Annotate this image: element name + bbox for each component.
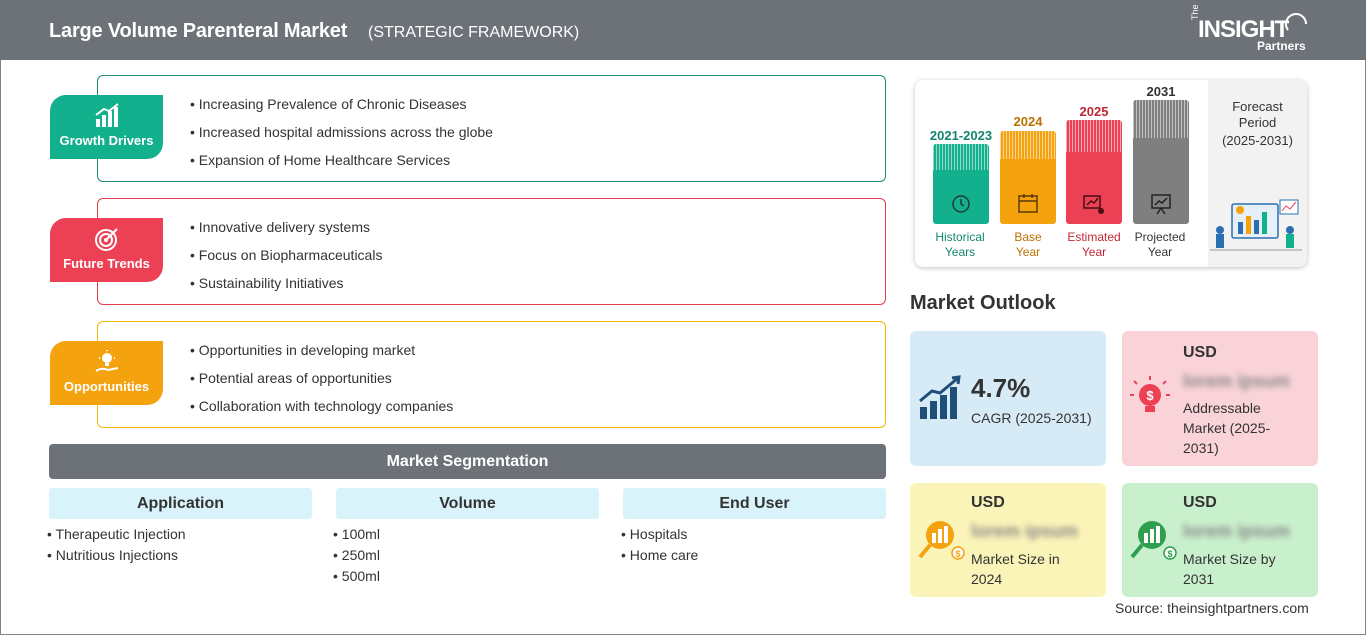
list-item: Therapeutic Injection: [47, 525, 186, 546]
opportunities-label: Opportunities: [63, 379, 150, 394]
label-line2: Years: [944, 245, 976, 259]
bar-historical: [933, 144, 989, 224]
lightbulb-hand-icon: [95, 350, 119, 372]
growth-bars-icon: [919, 375, 961, 419]
addressable-label: Addressable Market (2025-2031): [1183, 400, 1271, 456]
market-size-2031-value: lorem ipsum: [1183, 521, 1291, 541]
label-historical-years: Historical Years: [925, 230, 995, 260]
forecast-line2: Period: [1238, 115, 1277, 130]
list-item: Sustainability Initiatives: [190, 273, 382, 301]
growth-drivers-box: Increasing Prevalence of Chronic Disease…: [97, 75, 886, 182]
market-size-2031-card: $ USD lorem ipsum Market Size by 2031: [1122, 483, 1318, 597]
page-title: Large Volume Parenteral Market: [49, 20, 348, 42]
segment-header-end-user: End User: [623, 488, 886, 519]
list-item: Collaboration with technology companies: [190, 396, 453, 424]
list-item: Innovative delivery systems: [190, 217, 382, 245]
logo-insight: INSIGHT: [1198, 16, 1289, 43]
market-size-2024-currency: USD: [971, 494, 1005, 511]
list-item: Hospitals: [621, 525, 698, 546]
label-line2: Year: [1015, 245, 1041, 259]
forecast-period-label: Forecast Period (2025-2031): [1210, 99, 1305, 149]
market-size-2024-card: $ USD lorem ipsum Market Size in 2024: [910, 483, 1106, 597]
list-item: Opportunities in developing market: [190, 340, 453, 368]
list-item: Potential areas of opportunities: [190, 368, 453, 396]
future-trends-list: Innovative delivery systems Focus on Bio…: [190, 217, 383, 301]
future-trends-tag: Future Trends: [50, 218, 163, 282]
target-icon: [95, 228, 118, 251]
year-2031: 2031: [1146, 84, 1176, 99]
segment-list-application: Therapeutic Injection Nutritious Injecti…: [47, 525, 186, 567]
opportunities-tag: Opportunities: [50, 341, 163, 405]
label-line1: Base: [1014, 230, 1042, 244]
addressable-currency: USD: [1183, 344, 1217, 361]
year-2021-2023: 2021-2023: [929, 128, 993, 143]
addressable-value: lorem ipsum: [1183, 371, 1291, 391]
year-2025: 2025: [1079, 104, 1109, 119]
year-2024: 2024: [1013, 114, 1043, 129]
logo-arc-icon: [1285, 13, 1307, 31]
segment-header-volume: Volume: [336, 488, 599, 519]
calendar-icon: [1018, 194, 1038, 213]
svg-text:$: $: [1146, 388, 1154, 403]
segment-list-volume: 100ml 250ml 500ml: [333, 525, 380, 588]
list-item: Increasing Prevalence of Chronic Disease…: [190, 94, 493, 122]
market-size-2024-value: lorem ipsum: [971, 521, 1079, 541]
magnifier-chart-icon: $: [918, 521, 965, 560]
growth-drivers-list: Increasing Prevalence of Chronic Disease…: [190, 94, 493, 178]
segment-header-application: Application: [49, 488, 312, 519]
company-logo[interactable]: The INSIGHT Partners: [1188, 4, 1318, 54]
growth-chart-icon: [95, 103, 119, 127]
svg-text:$: $: [1167, 549, 1172, 559]
list-item: 500ml: [333, 567, 380, 588]
future-trends-label: Future Trends: [63, 256, 150, 271]
list-item: Focus on Biopharmaceuticals: [190, 245, 383, 273]
list-item: Expansion of Home Healthcare Services: [190, 150, 493, 178]
addressable-market-card: $ USD lorem ipsum Addressable Market (20…: [1122, 331, 1318, 466]
opportunities-list: Opportunities in developing market Poten…: [190, 340, 453, 424]
growth-drivers-tag: Growth Drivers: [50, 95, 163, 159]
list-item: Increased hospital admissions across the…: [190, 122, 493, 150]
list-item: Nutritious Injections: [47, 546, 186, 567]
market-size-2031-currency: USD: [1183, 494, 1217, 511]
cagr-label: CAGR (2025-2031): [971, 410, 1092, 426]
label-line2: Year: [1081, 245, 1107, 259]
future-trends-box: Innovative delivery systems Focus on Bio…: [97, 198, 886, 305]
bar-projected: [1133, 100, 1189, 224]
source-note: Source: theinsightpartners.com: [1115, 600, 1309, 616]
label-line1: Projected: [1134, 230, 1186, 244]
list-item: 100ml: [333, 525, 380, 546]
projection-icon: [1151, 194, 1171, 215]
growth-drivers-label: Growth Drivers: [59, 133, 154, 148]
label-line1: Estimated: [1067, 230, 1121, 244]
forecast-line1: Forecast: [1232, 99, 1283, 114]
segment-list-end-user: Hospitals Home care: [621, 525, 698, 567]
label-base-year: Base Year: [993, 230, 1063, 260]
opportunities-box: Opportunities in developing market Poten…: [97, 321, 886, 428]
estimate-icon: [1083, 195, 1104, 214]
market-size-2024-label: Market Size in 2024: [971, 551, 1060, 587]
bar-estimated: [1066, 120, 1122, 224]
list-item: Home care: [621, 546, 698, 567]
logo-partners: Partners: [1257, 39, 1306, 53]
header-bar: Large Volume Parenteral Market (STRATEGI…: [0, 0, 1366, 60]
cagr-value: 4.7%: [971, 373, 1031, 403]
history-icon: [952, 195, 970, 213]
magnifier-growth-icon: $: [1130, 521, 1177, 560]
label-line2: Year: [1147, 245, 1173, 259]
label-line1: Historical: [935, 230, 985, 244]
label-estimated-year: Estimated Year: [1059, 230, 1129, 260]
svg-text:$: $: [955, 549, 960, 559]
forecast-line3: (2025-2031): [1222, 133, 1293, 148]
list-item: 250ml: [333, 546, 380, 567]
idea-dollar-icon: $: [1130, 376, 1170, 412]
market-outlook-title: Market Outlook: [910, 292, 1056, 314]
page-subtitle: (STRATEGIC FRAMEWORK): [368, 24, 580, 41]
analytics-illustration-icon: [1210, 199, 1302, 251]
label-projected-year: Projected Year: [1125, 230, 1195, 260]
market-size-2031-label: Market Size by 2031: [1183, 551, 1276, 587]
market-segmentation-header: Market Segmentation: [49, 444, 886, 479]
cagr-card: 4.7% CAGR (2025-2031): [910, 331, 1106, 466]
bar-base: [1000, 131, 1056, 224]
